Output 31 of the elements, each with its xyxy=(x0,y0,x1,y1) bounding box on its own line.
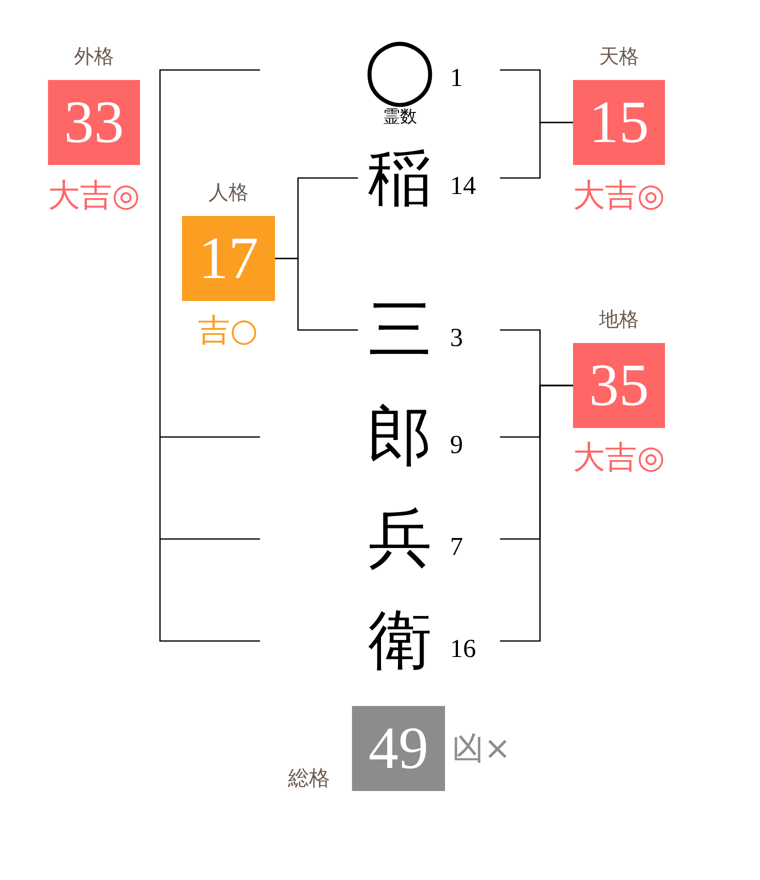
annotation-label: 霊数 xyxy=(383,107,417,127)
stroke-count: 9 xyxy=(450,430,463,460)
name-character: 郎 xyxy=(368,402,432,472)
score-tile: 33 xyxy=(48,80,140,165)
name-character: 兵 xyxy=(368,504,432,574)
stroke-count: 3 xyxy=(450,323,463,353)
connector-line xyxy=(275,258,358,331)
stroke-count: 1 xyxy=(450,63,463,93)
name-character: 稲 xyxy=(368,143,432,213)
stroke-count: 16 xyxy=(450,634,476,664)
fortune-rating: 大吉◎ xyxy=(573,176,665,214)
stroke-count: 14 xyxy=(450,171,476,201)
connector-line xyxy=(500,384,573,642)
fortune-rating: 凶× xyxy=(452,729,511,767)
score-tile: 17 xyxy=(182,216,275,301)
name-character: ◯ xyxy=(364,35,436,105)
stroke-count: 7 xyxy=(450,532,463,562)
fortune-rating: 吉○ xyxy=(198,311,258,349)
name-character: 三 xyxy=(368,295,432,365)
category-label: 地格 xyxy=(599,307,639,331)
score-tile: 35 xyxy=(573,343,665,428)
name-character: 衛 xyxy=(368,606,432,676)
category-label: 人格 xyxy=(208,180,248,204)
category-label: 総格 xyxy=(288,765,330,791)
category-label: 外格 xyxy=(74,44,114,68)
fortune-rating: 大吉◎ xyxy=(573,438,665,476)
score-tile: 15 xyxy=(573,80,665,165)
fortune-rating: 大吉◎ xyxy=(48,176,140,214)
connector-line xyxy=(500,122,573,179)
score-tile: 49 xyxy=(352,706,445,791)
category-label: 天格 xyxy=(599,44,639,68)
